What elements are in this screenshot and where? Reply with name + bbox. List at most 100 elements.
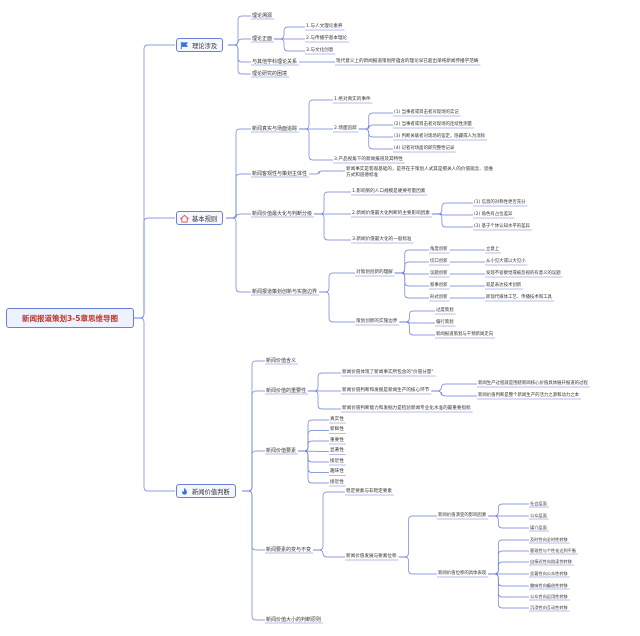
root-node[interactable]: 新闻报道策划3-5章思维导图 (6, 308, 134, 328)
connector-r-a-r-a3 (299, 128, 333, 161)
node-r-d1_e1[interactable]: 即现代媒体工艺、传播技术和工具 (486, 294, 552, 300)
node-r-d1_d1[interactable]: 就是表达技术创新 (486, 282, 522, 288)
connector-v-b-v-b3 (308, 390, 341, 410)
connector-v-d-v-d1 (313, 491, 345, 551)
connector-r-d2-r-d2_3 (399, 321, 435, 336)
node-r-d1_b[interactable]: 切口创新 (430, 258, 448, 264)
node-t-d[interactable]: 理论研究的困境 (252, 70, 288, 77)
node-t-c1[interactable]: 现代意义上的新闻报道策划所蕴含的理论早已超出单纯新闻传播学范畴 (336, 58, 479, 64)
branch-value[interactable]: 新闻价值判断 (176, 484, 236, 498)
node-v-c6[interactable]: 趣味性 (330, 469, 344, 474)
connector-v-c-v-c7 (298, 450, 329, 484)
node-r-a3[interactable]: 3.产品视角下的新闻报道及其特性 (334, 156, 403, 162)
node-r-c1[interactable]: 1.影响到的人口规模是硬要考量因素 (352, 188, 426, 194)
node-r-d1[interactable]: 对策划创新的理解 (356, 269, 393, 275)
node-v-c[interactable]: 新闻价值要素 (266, 447, 297, 454)
node-r-d2_3[interactable]: 新闻报道策划与干预新闻走向 (436, 331, 494, 337)
node-v-d2_2c[interactable]: 自接近性向陪读性转移 (530, 558, 572, 564)
node-v-d2_1c[interactable]: 媒介层面 (530, 524, 547, 530)
node-v-b1[interactable]: 新闻价值体现了新闻事实所包含的"价值分量" (342, 369, 434, 375)
node-v-e[interactable]: 新闻价值大小的判断原则 (266, 616, 322, 623)
node-r-c2[interactable]: 2.新闻价值最大化判断的主要影响因素 (352, 210, 430, 216)
connector-r-d-r-d1 (319, 272, 355, 293)
node-t-b2[interactable]: 2.与传播学基本理论 (306, 35, 348, 41)
node-r-a2_1[interactable]: (1) 当事者或目击者对现场的实记 (394, 109, 459, 115)
node-v-c1[interactable]: 真实性 (330, 416, 344, 422)
node-v-d2_2[interactable]: 新闻价值位移的具体表现 (438, 570, 487, 576)
node-v-d2[interactable]: 新闻价值发展与要素位移 (346, 553, 397, 559)
node-v-b[interactable]: 新闻价值的重要性 (266, 387, 307, 394)
node-r-d1_d[interactable]: 叙事创新 (430, 282, 448, 288)
node-r-d1_e[interactable]: 形式创新 (430, 294, 448, 300)
node-r-a1[interactable]: 1.绝对真实的事件 (334, 96, 371, 102)
connector-v-d2-v-d2_1 (398, 515, 437, 558)
node-v-c4[interactable]: 显著性 (330, 448, 344, 453)
connector-v-d2_2-v-d2_2f (488, 573, 529, 598)
node-v-d2_1[interactable]: 新闻价值演变的影响因素 (438, 512, 487, 518)
connector-r-c2-r-c2_2 (431, 213, 473, 216)
node-r-d2[interactable]: 策划创新的实施边界 (356, 318, 398, 324)
node-r-d1_a1[interactable]: 立意上 (486, 246, 500, 252)
connector-r-a-r-a1 (299, 99, 333, 130)
node-v-d[interactable]: 新闻要素的变与不变 (266, 546, 312, 553)
connector-v-b-v-b1 (308, 372, 341, 392)
connector-v-d2_2-v-d2_2a (488, 539, 529, 575)
connector-r-a2-r-a2_4 (358, 128, 393, 150)
connector-v-c-v-c1 (298, 419, 329, 452)
node-r-d1_b1[interactable]: 从小见大或以大见小 (486, 258, 526, 264)
node-v-b2[interactable]: 新闻价值判断和发掘是新闻生产的核心环节 (342, 387, 430, 393)
connector-v-d-v-d2 (313, 549, 345, 558)
node-t-a[interactable]: 理论溯源 (252, 12, 273, 19)
node-v-d2_2a[interactable]: 及时性向全时性转移 (530, 536, 568, 542)
node-v-d2_2d[interactable]: 显著性向公众性转移 (530, 570, 568, 576)
branch-rules[interactable]: 基本规则 (176, 211, 224, 225)
connector-r-d-r-d2 (319, 291, 355, 323)
node-v-d2_1b[interactable]: 公众层面 (530, 512, 547, 518)
node-r-c3[interactable]: 3.新闻价值最大化的一般标准 (352, 236, 412, 242)
node-r-a2_3[interactable]: (3) 判断关联者对现场的鉴定，隐藏或人为消除 (394, 133, 486, 139)
connector-B-value-v-c (242, 450, 265, 492)
node-r-d2_1[interactable]: 过度策划 (436, 307, 454, 313)
node-v-d1[interactable]: 稳定要素与非稳定要素 (346, 488, 392, 494)
node-r-c2_2[interactable]: (2) 角色有占位差异 (474, 211, 513, 217)
node-v-b2_1[interactable]: 新闻生产过程就是围绕新闻核心价值具体展开报道的过程 (478, 380, 588, 386)
node-r-d[interactable]: 新闻报道策划创新与实施边界 (252, 288, 318, 295)
node-r-b1[interactable]: 新闻事实是客观基础的，是存在于策划人式其是那关人的价值观念、思维方式和道德标准 (346, 167, 494, 178)
node-v-c3[interactable]: 重要性 (330, 437, 344, 443)
node-r-a[interactable]: 新闻真实与场面追踪 (252, 125, 298, 132)
connector-B-rules-r-d (226, 217, 251, 293)
node-r-b[interactable]: 新闻客观性与策划主体性 (252, 170, 308, 177)
node-v-d2_2g[interactable]: 沉浸性向互动性转移 (530, 604, 568, 610)
node-r-a2_2[interactable]: (2) 当事者或目击者对现场的连续性测量 (394, 121, 472, 127)
node-r-d2_2[interactable]: 偏行策划 (436, 319, 454, 325)
node-t-b3[interactable]: 3.与文化创意 (306, 47, 334, 53)
node-r-a2_4[interactable]: (4) 记者对场面的即完整性记录 (394, 145, 455, 151)
connector-root-B-rules (134, 217, 175, 319)
node-v-d2_2e[interactable]: 趣味性向编创性转移 (530, 582, 568, 588)
node-v-d2_2b[interactable]: 客观性与个性化达到平衡 (530, 547, 577, 553)
node-v-a[interactable]: 新闻价值含义 (266, 357, 297, 364)
node-r-d1_c1[interactable]: 发现不容察觉或被忽视的有意义的议题 (486, 270, 561, 276)
connector-v-d2_2-v-d2_2g (488, 573, 529, 609)
node-v-c7[interactable]: 接近性 (330, 479, 344, 485)
node-r-c2_1[interactable]: (1) 信息的对称性更否充分 (474, 199, 526, 205)
connector-B-value-v-e (242, 490, 265, 621)
node-r-a2[interactable]: 2.场面追踪 (334, 125, 357, 131)
node-r-d1_c[interactable]: 议题创新 (430, 270, 448, 276)
branch-theory[interactable]: 理论涉及 (176, 38, 224, 52)
node-r-c[interactable]: 新闻价值最大化与判断分级 (252, 210, 313, 217)
node-v-b3[interactable]: 新闻价值判断能力和发掘力是检验新闻专业化水准的最重要指标 (342, 405, 471, 411)
node-r-d1_a[interactable]: 角度创新 (430, 246, 448, 252)
node-v-c5[interactable]: 接近性 (330, 458, 344, 464)
node-v-d2_2f[interactable]: 公众性向运用性转移 (530, 593, 568, 599)
node-r-c2_3[interactable]: (3) 基于个体认知水平的差异 (474, 223, 530, 229)
node-v-b2_2[interactable]: 新闻价值判断是整个新闻生产的活力之源和动力之本 (478, 392, 579, 398)
node-t-c[interactable]: 与其他学科理论关系 (252, 58, 298, 65)
node-v-d2_1a[interactable]: 社会层面 (530, 500, 547, 506)
node-t-b1[interactable]: 1.与人文理论素养 (306, 23, 343, 29)
connector-r-d1-r-d1_a (394, 249, 429, 274)
node-t-b[interactable]: 理论正面 (252, 35, 273, 42)
node-v-c2[interactable]: 新鲜性 (330, 427, 344, 432)
connector-r-d1-r-d1_e (394, 272, 429, 299)
